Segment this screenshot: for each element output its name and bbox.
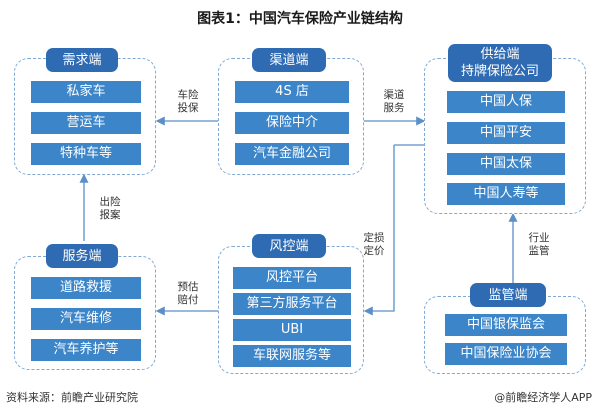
channel-header: 渠道端 — [252, 48, 326, 72]
regulator-item: 中国银保监会 — [445, 314, 567, 336]
supply-header-line1: 供给端 — [480, 47, 520, 62]
supply-item: 中国人保 — [447, 91, 565, 113]
channel-item: 汽车金融公司 — [235, 143, 349, 165]
supply-header-line2: 持牌保险公司 — [460, 64, 539, 79]
label-claim: 出险 报案 — [99, 196, 121, 221]
service-item: 道路救援 — [31, 277, 141, 299]
risk-item: UBI — [233, 319, 351, 341]
risk-group: 风控平台 第三方服务平台 UBI 车联网服务等 — [218, 246, 364, 374]
demand-item: 营运车 — [31, 112, 141, 134]
chart-title: 图表1：中国汽车保险产业链结构 — [197, 11, 403, 27]
service-header: 服务端 — [46, 244, 118, 268]
label-estimate-pay: 预估 赔付 — [177, 281, 199, 306]
supply-header: 供给端 持牌保险公司 — [448, 44, 552, 82]
risk-item: 车联网服务等 — [233, 345, 351, 367]
supply-item: 中国人寿等 — [447, 183, 565, 205]
label-pricing: 定损 定价 — [363, 232, 385, 257]
channel-item: 4S 店 — [235, 81, 349, 103]
risk-header: 风控端 — [252, 234, 326, 258]
service-item: 汽车养护等 — [31, 339, 141, 361]
label-channel-service: 渠道 服务 — [383, 89, 405, 114]
demand-item: 私家车 — [31, 81, 141, 103]
risk-item: 第三方服务平台 — [233, 293, 351, 315]
arrow-pricing — [363, 145, 395, 316]
demand-group: 私家车 营运车 特种车等 — [14, 58, 156, 175]
supply-group: 中国人保 中国平安 中国太保 中国人寿等 — [424, 58, 586, 214]
risk-item: 风控平台 — [233, 267, 351, 289]
service-item: 汽车维修 — [31, 308, 141, 330]
brand-note: @前瞻经济学人APP — [494, 391, 592, 404]
service-group: 道路救援 汽车维修 汽车养护等 — [14, 256, 156, 370]
supply-item: 中国太保 — [447, 153, 565, 175]
regulator-item: 中国保险业协会 — [445, 343, 567, 365]
supply-item: 中国平安 — [447, 122, 565, 144]
regulator-header: 监管端 — [470, 283, 546, 307]
channel-group: 4S 店 保险中介 汽车金融公司 — [218, 58, 364, 175]
channel-item: 保险中介 — [235, 112, 349, 134]
regulator-group: 中国银保监会 中国保险业协会 — [424, 296, 586, 374]
source-note: 资料来源：前瞻产业研究院 — [6, 391, 138, 404]
label-supervise: 行业 监管 — [528, 232, 550, 257]
demand-item: 特种车等 — [31, 143, 141, 165]
label-insure: 车险 投保 — [177, 89, 199, 114]
demand-header: 需求端 — [46, 48, 118, 72]
